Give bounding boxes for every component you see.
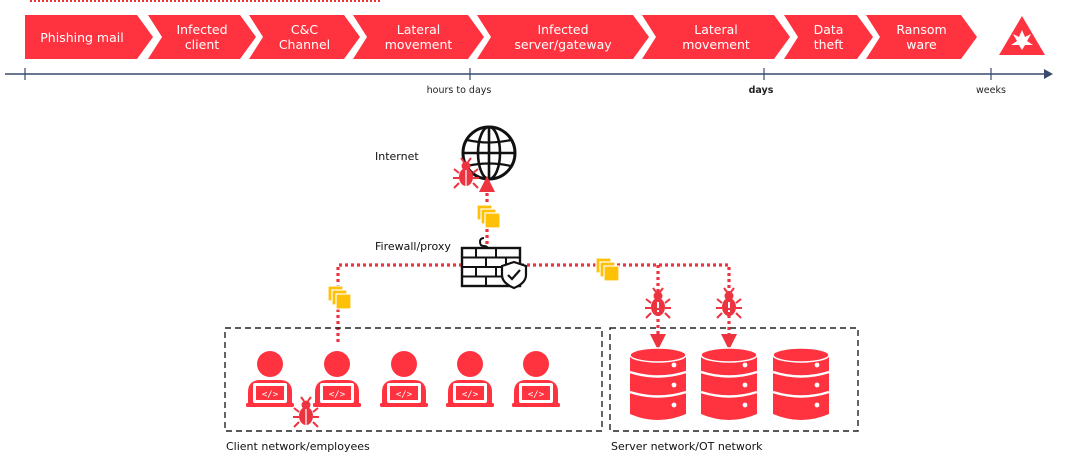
- developer-laptop-icon: </>: [380, 351, 428, 407]
- stage-chevron-1: Phishing mail: [25, 15, 153, 59]
- database-icon: [772, 347, 830, 420]
- chevron-shape: [477, 15, 649, 59]
- stage-label: Phishing mail: [40, 29, 124, 45]
- server-network-box: [609, 327, 859, 432]
- bug-icon: [453, 157, 479, 189]
- chevron-shape: [642, 15, 790, 59]
- data-packet-icon: [327, 285, 352, 310]
- decorative-dotted-line: [30, 0, 380, 5]
- client-to-firewall-link: [336, 263, 462, 345]
- firewall-to-server-link: [521, 263, 737, 350]
- svg-text:</>: </>: [528, 390, 545, 400]
- timeline-label-weeks: weeks: [976, 85, 1006, 96]
- svg-text:</>: </>: [262, 390, 279, 400]
- chevron-shape: [353, 15, 484, 59]
- chevron-shape: [784, 15, 873, 59]
- timeline-label-hours-to-days: hours to days: [426, 85, 492, 96]
- internet-label: Internet: [375, 150, 419, 163]
- timeline: [5, 68, 1053, 80]
- firewall-label: Firewall/proxy: [375, 240, 451, 253]
- timeline-arrowhead: [1044, 69, 1053, 79]
- network-connections: [336, 176, 737, 350]
- client-network-label: Client network/employees: [226, 440, 370, 453]
- client-devices: </> </> </> </> </>: [246, 351, 560, 407]
- data-packets: [327, 204, 620, 310]
- bug-icon: [645, 287, 671, 319]
- bug-icon: [716, 287, 742, 319]
- malware-markers: [293, 157, 742, 428]
- svg-text:</>: </>: [462, 390, 479, 400]
- chevron-shape: [866, 15, 977, 59]
- developer-laptop-icon: </>: [512, 351, 560, 407]
- database-icon: [700, 347, 758, 420]
- bug-icon: [293, 396, 319, 428]
- explosion-warning-icon: [999, 16, 1045, 55]
- data-packet-icon: [476, 204, 501, 229]
- chevron-shape: [148, 15, 256, 59]
- data-packet-icon: [595, 257, 620, 282]
- server-devices: [629, 347, 830, 420]
- database-icon: [629, 347, 687, 420]
- firewall-shield-icon: [460, 237, 528, 290]
- svg-text:</>: </>: [329, 390, 346, 400]
- globe-icon: [461, 125, 517, 181]
- svg-text:</>: </>: [396, 390, 413, 400]
- server-network-label: Server network/OT network: [611, 440, 763, 453]
- developer-laptop-icon: </>: [313, 351, 361, 407]
- developer-laptop-icon: </>: [446, 351, 494, 407]
- chevron-shape: [249, 15, 360, 59]
- client-network-box: [224, 327, 603, 432]
- developer-laptop-icon: </>: [246, 351, 294, 407]
- chevron-shape: [25, 15, 153, 59]
- timeline-label-days: days: [748, 85, 774, 96]
